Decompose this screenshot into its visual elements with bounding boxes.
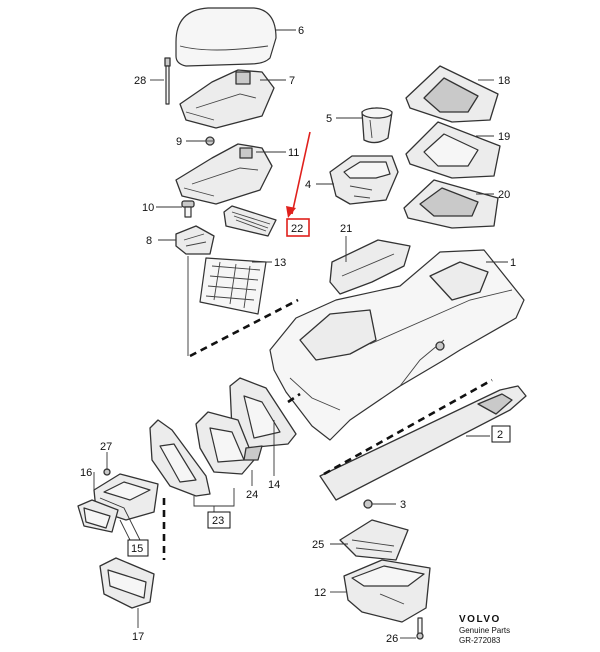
highlight-arrow: [286, 131, 311, 218]
part-9-screw: [205, 136, 215, 146]
callout-1: 1: [510, 257, 516, 269]
part-21-side-panel: [329, 239, 411, 295]
callout-22: 22: [291, 223, 303, 235]
callouts: 6 28 7 9 11 10 8 13 5 4 18 19 20 21 1 3 …: [80, 25, 516, 645]
callout-17: 17: [132, 631, 144, 643]
part-3-clip: [363, 499, 373, 509]
brand-block: VOLVO Genuine Parts GR-272083: [459, 614, 510, 645]
boxed-callout-23: 23: [207, 511, 231, 529]
callout-14: 14: [268, 479, 280, 491]
callout-3: 3: [400, 499, 406, 511]
part-23-outer-panel: [149, 419, 211, 497]
part-4-cup-holder: [329, 155, 399, 205]
brand-name: VOLVO: [459, 614, 501, 625]
part-26-screw: [416, 617, 424, 640]
part-13-rail-frame: [199, 257, 267, 315]
callout-21: 21: [340, 223, 352, 235]
callout-6: 6: [298, 25, 304, 37]
part-8-clip-bracket: [175, 225, 215, 255]
part-17-tray: [99, 557, 155, 609]
part-7-hinge-bracket: [179, 69, 275, 129]
callout-20: 20: [498, 189, 510, 201]
callout-16: 16: [80, 467, 92, 479]
part-10-bolt: [181, 200, 195, 218]
brand-code: GR-272083: [459, 636, 501, 645]
assembly-dash-lines: [162, 298, 493, 560]
part-20-trim-low: [403, 179, 499, 229]
part-25-mat: [339, 519, 409, 561]
callout-8: 8: [146, 235, 152, 247]
boxed-callout-2: 2: [491, 425, 511, 443]
callout-28: 28: [134, 75, 146, 87]
callout-19: 19: [498, 131, 510, 143]
part-12-storage-box: [343, 559, 431, 623]
callout-9: 9: [176, 136, 182, 148]
callout-4: 4: [305, 179, 311, 191]
callout-7: 7: [289, 75, 295, 87]
part-28-pin: [164, 57, 171, 105]
part-1-console-body: [269, 249, 525, 441]
part-5-cup-insert: [361, 107, 393, 144]
highlighted-callout-22: 22: [286, 218, 310, 237]
callout-12: 12: [314, 587, 326, 599]
callout-5: 5: [326, 113, 332, 125]
callout-18: 18: [498, 75, 510, 87]
part-22-grille-insert: [223, 205, 277, 237]
part-16-drawer-front: [77, 499, 119, 533]
part-2-side-strip: [319, 385, 527, 501]
callout-13: 13: [274, 257, 286, 269]
boxed-callout-15: 15: [127, 539, 149, 557]
part-18-trim-top: [405, 65, 499, 123]
callout-26: 26: [386, 633, 398, 645]
part-19-trim-mid: [405, 121, 501, 179]
part-11-lower-bracket: [175, 143, 273, 205]
callout-23: 23: [212, 515, 224, 527]
callout-15: 15: [131, 543, 143, 555]
callout-25: 25: [312, 539, 324, 551]
part-6-armrest-lid: [175, 7, 277, 67]
part-24-inner-frame: [195, 411, 263, 475]
leader-lines: [93, 29, 508, 639]
callout-10: 10: [142, 202, 154, 214]
brand-subtitle: Genuine Parts: [459, 626, 510, 635]
callout-24: 24: [246, 489, 258, 501]
part-14-switch-panel: [229, 377, 297, 449]
callout-2: 2: [497, 429, 503, 441]
callout-27: 27: [100, 441, 112, 453]
callout-11: 11: [288, 147, 299, 159]
